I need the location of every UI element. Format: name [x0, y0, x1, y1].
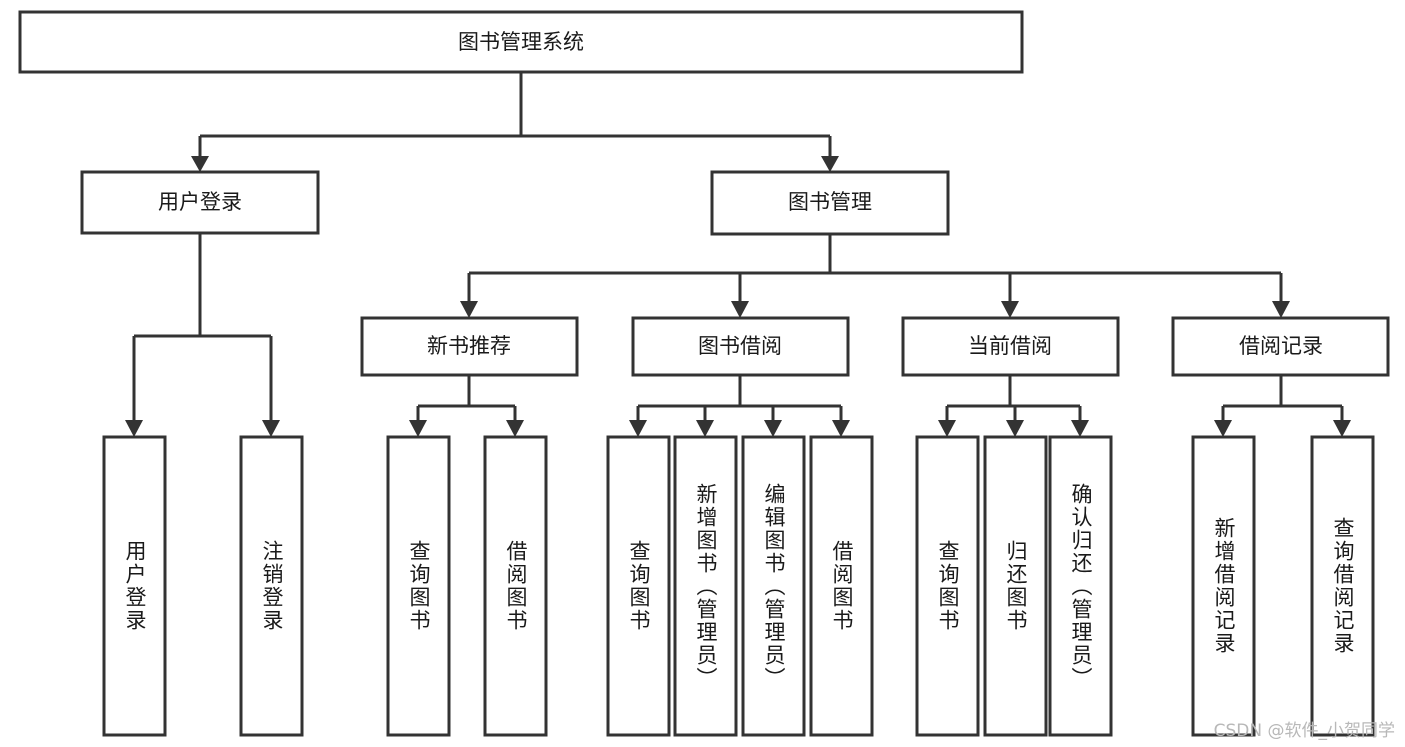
leaf-box-borrow-record-0[interactable] [1191, 435, 1256, 737]
arrow-to-bookborrow [731, 301, 749, 318]
node-book-management-label: 图书管理 [788, 190, 872, 214]
node-root[interactable]: 图书管理系统 [18, 10, 1024, 74]
node-book-borrow-box[interactable] [631, 316, 850, 377]
watermark-text: CSDN @软件_小贺同学 [1213, 721, 1395, 741]
arrow-currentborrow-leaf-1 [938, 420, 956, 437]
leaf-box-book-borrow-1[interactable] [673, 435, 738, 737]
arrow-borrowrecord-leaf-2 [1333, 420, 1351, 437]
leaf-box-new-book-0[interactable] [386, 435, 451, 737]
arrow-newbook-leaf-1 [409, 420, 427, 437]
arrow-userlogin-leaf-1 [125, 420, 143, 437]
node-user-login[interactable]: 用户登录 [80, 170, 320, 235]
node-new-book-recommend-box[interactable] [360, 316, 579, 377]
arrow-to-currentborrow [1001, 301, 1019, 318]
node-current-borrow-label: 当前借阅 [968, 334, 1052, 358]
leaf-box-book-borrow-0[interactable] [606, 435, 671, 737]
node-book-borrow-label: 图书借阅 [698, 334, 782, 358]
node-current-borrow[interactable]: 当前借阅 [901, 316, 1120, 377]
node-borrow-record-box[interactable] [1171, 316, 1390, 377]
node-book-management[interactable]: 图书管理 [710, 170, 950, 236]
node-new-book-recommend[interactable]: 新书推荐 [360, 316, 579, 377]
leaf-box-current-borrow-1[interactable] [983, 435, 1048, 737]
leaf-box-borrow-record-1[interactable] [1310, 435, 1375, 737]
leaf-box-new-book-1[interactable] [483, 435, 548, 737]
node-current-borrow-box[interactable] [901, 316, 1120, 377]
node-book-borrow[interactable]: 图书借阅 [631, 316, 850, 377]
arrow-borrowrecord-leaf-1 [1214, 420, 1232, 437]
arrow-to-bookmgmt [821, 156, 839, 172]
leaf-box-group [102, 435, 1375, 737]
arrow-to-userlogin [191, 156, 209, 172]
arrow-newbook-leaf-2 [506, 420, 524, 437]
arrow-to-newbook [460, 301, 478, 318]
leaf-box-current-borrow-0[interactable] [915, 435, 980, 737]
leaf-box-user-login-0[interactable] [102, 435, 167, 737]
leaf-box-user-login-1[interactable] [239, 435, 304, 737]
arrow-bookborrow-leaf-1 [629, 420, 647, 437]
arrow-bookborrow-leaf-3 [764, 420, 782, 437]
arrow-currentborrow-leaf-3 [1071, 420, 1089, 437]
node-root-label: 图书管理系统 [458, 30, 584, 54]
leaf-box-current-borrow-2[interactable] [1048, 435, 1113, 737]
leaf-box-book-borrow-2[interactable] [741, 435, 806, 737]
arrow-bookborrow-leaf-4 [832, 420, 850, 437]
connector-group [125, 72, 1351, 437]
node-borrow-record-label: 借阅记录 [1239, 334, 1323, 358]
arrow-bookborrow-leaf-2 [696, 420, 714, 437]
arrow-to-borrowrecord [1272, 301, 1290, 318]
node-user-login-label: 用户登录 [158, 190, 242, 214]
node-root-box[interactable] [18, 10, 1024, 74]
node-new-book-recommend-label: 新书推荐 [427, 334, 511, 358]
arrow-currentborrow-leaf-2 [1006, 420, 1024, 437]
node-book-management-box[interactable] [710, 170, 950, 236]
node-user-login-box[interactable] [80, 170, 320, 235]
arrow-userlogin-leaf-2 [262, 420, 280, 437]
leaf-box-book-borrow-3[interactable] [809, 435, 874, 737]
node-borrow-record[interactable]: 借阅记录 [1171, 316, 1390, 377]
